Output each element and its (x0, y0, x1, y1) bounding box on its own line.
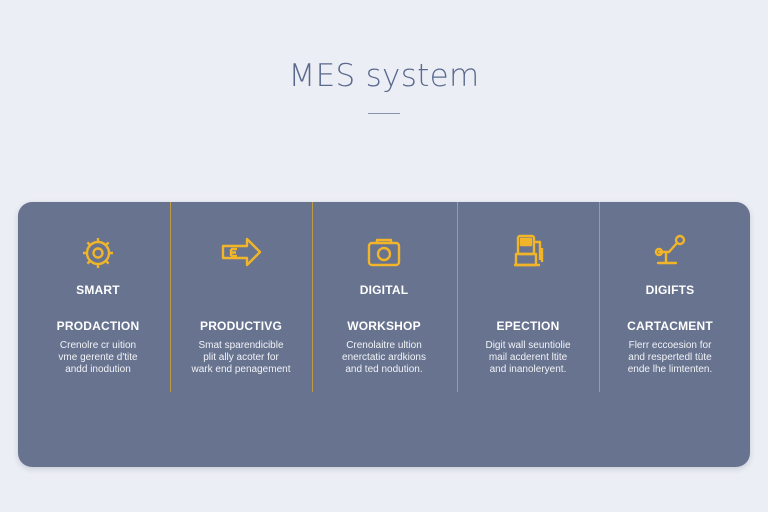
feature-title-line2: WORKSHOP (347, 319, 421, 333)
robot-arm-icon (646, 228, 694, 276)
column-divider (457, 202, 458, 392)
feature-description: Flerr eccoesion for and respertedl tüte … (600, 340, 740, 376)
camera-icon (360, 228, 408, 276)
feature-description: Smat sparendicible plit ally acoter for … (171, 340, 311, 376)
description-line: vme gerente d'tite (58, 352, 138, 363)
description-line: and ted nodution. (345, 364, 423, 375)
machine-icon (504, 228, 552, 276)
description-line: Digit wall seuntiolie (485, 340, 571, 351)
description-line: mail acderent ltite (488, 352, 568, 363)
feature-title-line2: EPECTION (496, 319, 560, 333)
page-title: MES system (288, 58, 480, 94)
feature-card-digital-workshop: DIGITAL WORKSHOP Crenolaitre ultion ener… (314, 222, 454, 376)
feature-card-productivity: PRODUCTIVG Smat sparendicible plit ally … (171, 222, 311, 376)
feature-description: Crenolre cr uition vme gerente d'tite an… (28, 340, 168, 376)
feature-title-line1: SMART (76, 283, 120, 297)
description-line: Crenolre cr uition (59, 340, 137, 351)
description-line: Crenolaitre ultion (346, 340, 422, 351)
column-divider (312, 202, 313, 392)
title-underline (368, 113, 400, 114)
feature-title-line2: PRODACTION (56, 319, 140, 333)
description-line: Smat sparendicible (198, 340, 284, 351)
description-line: andd inodution (65, 364, 131, 375)
feature-title-line2: PRODUCTIVG (199, 319, 282, 333)
feature-title-line1 (458, 282, 598, 298)
feature-card-inspection: EPECTION Digit wall seuntiolie mail acde… (458, 222, 598, 376)
features-panel (18, 202, 750, 467)
description-line: Flerr eccoesion for (628, 340, 712, 351)
description-line: plit ally acoter for (203, 352, 279, 363)
description-line: ende lhe limtenten. (627, 364, 713, 375)
feature-description: Crenolaitre ultion enerctatic ardkions a… (314, 340, 454, 376)
feature-title-line2: CARTACMENT (627, 319, 713, 333)
arrow-sign-icon (217, 228, 265, 276)
column-divider (599, 202, 600, 392)
description-line: and respertedl tüte (628, 352, 712, 363)
description-line: and inanoleryent. (489, 364, 567, 375)
description-line: wark end penagement (191, 364, 291, 375)
column-divider (170, 202, 171, 392)
feature-card-digital-management: DIGIFTS CARTACMENT Flerr eccoesion for a… (600, 222, 740, 376)
feature-description: Digit wall seuntiolie mail acderent ltit… (458, 340, 598, 376)
description-line: enerctatic ardkions (342, 352, 426, 363)
feature-title-line1: DIGIFTS (645, 283, 695, 297)
feature-card-smart-production: SMART PRODACTION Crenolre cr uition vme … (28, 222, 168, 376)
feature-title-line1: DIGITAL (359, 283, 409, 297)
gear-icon (74, 228, 122, 276)
feature-title-line1 (171, 282, 311, 298)
